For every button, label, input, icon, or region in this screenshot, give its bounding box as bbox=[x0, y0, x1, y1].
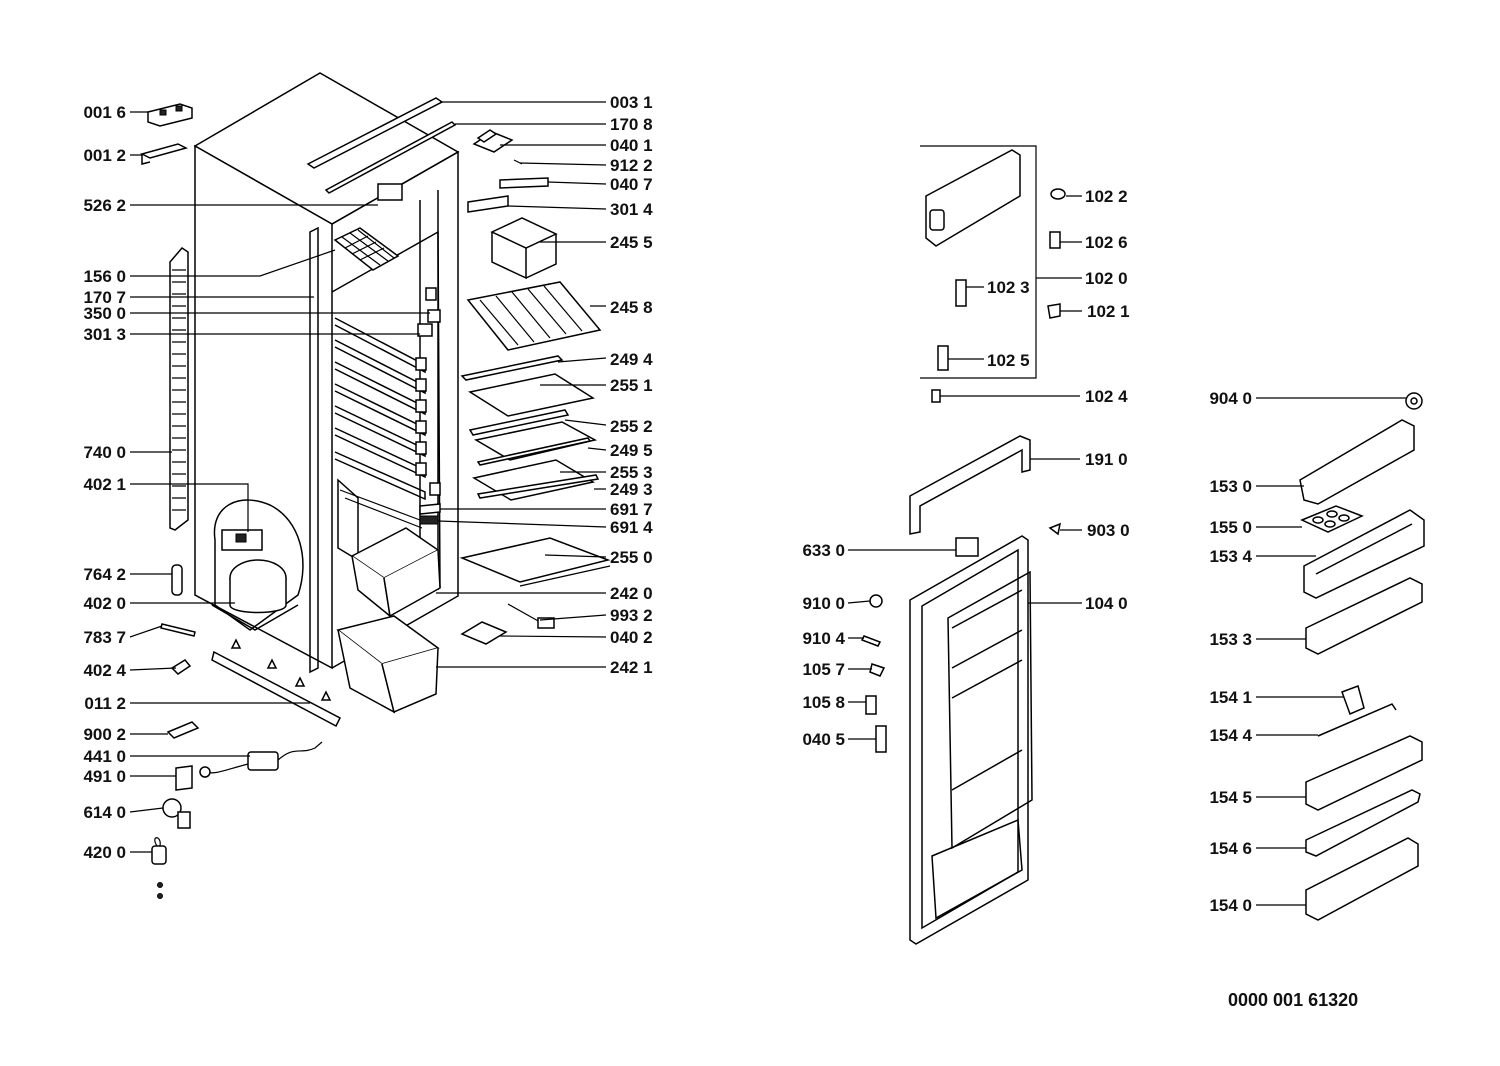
main-door-group bbox=[860, 435, 1062, 945]
label-102-5: 102 5 bbox=[987, 351, 1030, 370]
label-993-2: 993 2 bbox=[610, 606, 653, 625]
label-155-0: 155 0 bbox=[1209, 518, 1252, 537]
shelf-parts bbox=[306, 97, 611, 714]
label-170-8: 170 8 bbox=[610, 115, 653, 134]
label-154-1: 154 1 bbox=[1209, 688, 1252, 707]
label-255-3: 255 3 bbox=[610, 463, 653, 482]
label-301-3: 301 3 bbox=[83, 325, 126, 344]
label-003-1: 003 1 bbox=[610, 93, 653, 112]
freezer-door-group bbox=[920, 145, 1066, 403]
label-191-0: 191 0 bbox=[1085, 450, 1128, 469]
label-420-0: 420 0 bbox=[83, 843, 126, 862]
label-402-1: 402 1 bbox=[83, 475, 126, 494]
label-242-1: 242 1 bbox=[610, 658, 653, 677]
door-shelves bbox=[1299, 392, 1425, 921]
drawing-number: 0000 001 61320 bbox=[1228, 990, 1358, 1010]
label-245-8: 245 8 bbox=[610, 298, 653, 317]
label-001-6: 001 6 bbox=[83, 103, 126, 122]
label-441-0: 441 0 bbox=[83, 747, 126, 766]
label-102-0: 102 0 bbox=[1085, 269, 1128, 288]
label-691-7: 691 7 bbox=[610, 500, 653, 519]
label-154-5: 154 5 bbox=[1209, 788, 1252, 807]
label-900-2: 900 2 bbox=[83, 725, 126, 744]
label-691-4: 691 4 bbox=[610, 518, 653, 537]
leader-lines bbox=[129, 101, 1406, 906]
label-614-0: 614 0 bbox=[83, 803, 126, 822]
label-040-5: 040 5 bbox=[802, 730, 845, 749]
left-small-parts bbox=[139, 103, 341, 899]
label-633-0: 633 0 bbox=[802, 541, 845, 560]
label-102-1: 102 1 bbox=[1087, 302, 1130, 321]
label-001-2: 001 2 bbox=[83, 146, 126, 165]
label-249-3: 249 3 bbox=[610, 480, 653, 499]
label-102-2: 102 2 bbox=[1085, 187, 1128, 206]
label-102-4: 102 4 bbox=[1085, 387, 1128, 406]
label-040-2: 040 2 bbox=[610, 628, 653, 647]
label-249-4: 249 4 bbox=[610, 350, 653, 369]
label-153-0: 153 0 bbox=[1209, 477, 1252, 496]
label-105-7: 105 7 bbox=[802, 660, 845, 679]
labels-door-shelves: 904 0 153 0 155 0 153 4 153 3 154 1 154 … bbox=[1209, 389, 1252, 915]
label-170-7: 170 7 bbox=[83, 288, 126, 307]
label-156-0: 156 0 bbox=[83, 267, 126, 286]
label-154-0: 154 0 bbox=[1209, 896, 1252, 915]
label-255-1: 255 1 bbox=[610, 376, 653, 395]
label-154-4: 154 4 bbox=[1209, 726, 1252, 745]
label-255-2: 255 2 bbox=[610, 417, 653, 436]
label-402-0: 402 0 bbox=[83, 594, 126, 613]
labels-left: 001 6 001 2 526 2 156 0 170 7 350 0 301 … bbox=[83, 103, 126, 862]
label-912-2: 912 2 bbox=[610, 156, 653, 175]
label-242-0: 242 0 bbox=[610, 584, 653, 603]
label-255-0: 255 0 bbox=[610, 548, 653, 567]
label-249-5: 249 5 bbox=[610, 441, 653, 460]
label-104-0: 104 0 bbox=[1085, 594, 1128, 613]
label-040-1: 040 1 bbox=[610, 136, 653, 155]
label-764-2: 764 2 bbox=[83, 565, 126, 584]
label-301-4: 301 4 bbox=[610, 200, 653, 219]
label-102-3: 102 3 bbox=[987, 278, 1030, 297]
label-783-7: 783 7 bbox=[83, 628, 126, 647]
label-910-0: 910 0 bbox=[802, 594, 845, 613]
label-102-6: 102 6 bbox=[1085, 233, 1128, 252]
label-903-0: 903 0 bbox=[1087, 521, 1130, 540]
label-491-0: 491 0 bbox=[83, 767, 126, 786]
label-910-4: 910 4 bbox=[802, 629, 845, 648]
label-904-0: 904 0 bbox=[1209, 389, 1252, 408]
labels-middle: 003 1 170 8 040 1 912 2 040 7 301 4 245 … bbox=[610, 93, 653, 677]
label-526-2: 526 2 bbox=[83, 196, 126, 215]
label-153-4: 153 4 bbox=[1209, 547, 1252, 566]
label-040-7: 040 7 bbox=[610, 175, 653, 194]
label-154-6: 154 6 bbox=[1209, 839, 1252, 858]
label-105-8: 105 8 bbox=[802, 693, 845, 712]
label-350-0: 350 0 bbox=[83, 304, 126, 323]
label-402-4: 402 4 bbox=[83, 661, 126, 680]
label-011-2: 011 2 bbox=[84, 694, 126, 713]
label-153-3: 153 3 bbox=[1209, 630, 1252, 649]
label-740-0: 740 0 bbox=[83, 443, 126, 462]
labels-door: 102 2 102 6 102 3 102 0 102 1 102 5 102 … bbox=[802, 187, 1129, 749]
label-245-5: 245 5 bbox=[610, 233, 653, 252]
